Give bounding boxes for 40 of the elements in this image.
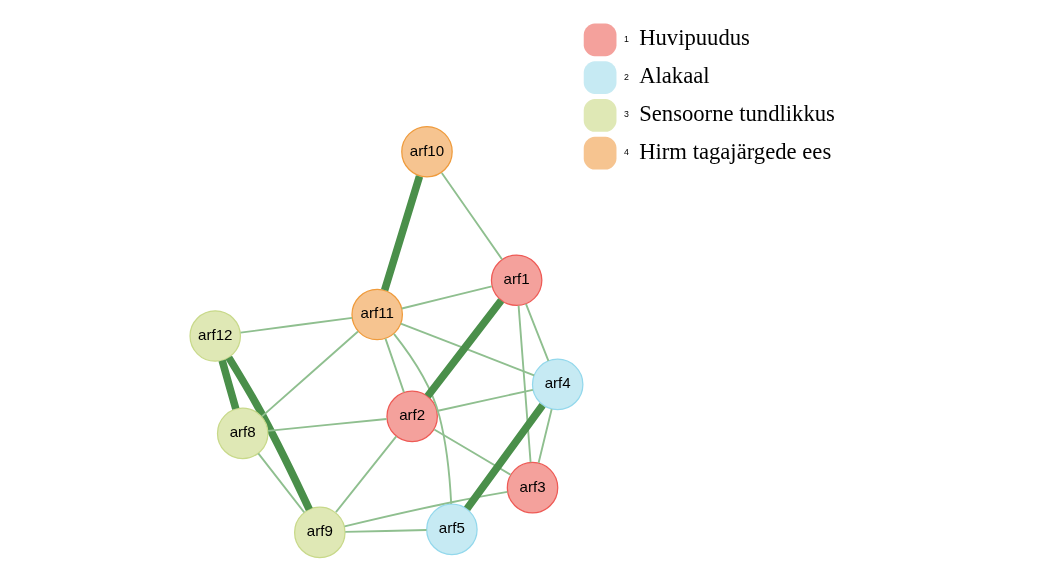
- connector: [343, 490, 509, 528]
- connector: [225, 355, 313, 512]
- connector: [257, 452, 306, 514]
- node-circle: arf8: [216, 407, 269, 460]
- connector: [537, 408, 553, 464]
- legend-label: Sensoorne tundlikkus: [639, 100, 835, 126]
- connector: [440, 172, 504, 261]
- connector: [393, 332, 453, 505]
- connector: [381, 175, 424, 292]
- connector: [400, 285, 493, 310]
- connector: [239, 316, 354, 334]
- node-circle: arf10: [401, 125, 453, 178]
- node-circle: arf1: [490, 254, 543, 307]
- connector: [517, 304, 532, 464]
- connector: [344, 529, 428, 533]
- label: 4: [624, 147, 629, 158]
- connector: [334, 435, 398, 514]
- node-circle: arf2: [386, 390, 438, 443]
- legend-label: Alakaal: [639, 63, 710, 89]
- node-circle: arf4: [531, 358, 584, 411]
- node-circle: arf12: [189, 310, 242, 362]
- connector: [384, 337, 405, 394]
- label: 2: [624, 71, 629, 82]
- connector: [267, 418, 388, 432]
- connector: [261, 330, 359, 418]
- connector: [399, 322, 536, 377]
- connector: [218, 359, 240, 410]
- connector: [424, 298, 505, 399]
- node-circle: arf11: [351, 288, 403, 341]
- connector: [433, 428, 512, 476]
- label: 3: [624, 109, 629, 120]
- connector: [464, 402, 546, 511]
- node-circle: arf3: [506, 461, 559, 514]
- legend-label: Huvipuudus: [639, 25, 750, 51]
- connector: [435, 388, 534, 412]
- node-circle: arf5: [426, 503, 478, 556]
- node-circle: arf9: [294, 506, 346, 559]
- connector: [525, 303, 550, 362]
- legend-label: Hirm tagajärgede ees: [639, 138, 832, 164]
- label: 1: [624, 33, 629, 44]
